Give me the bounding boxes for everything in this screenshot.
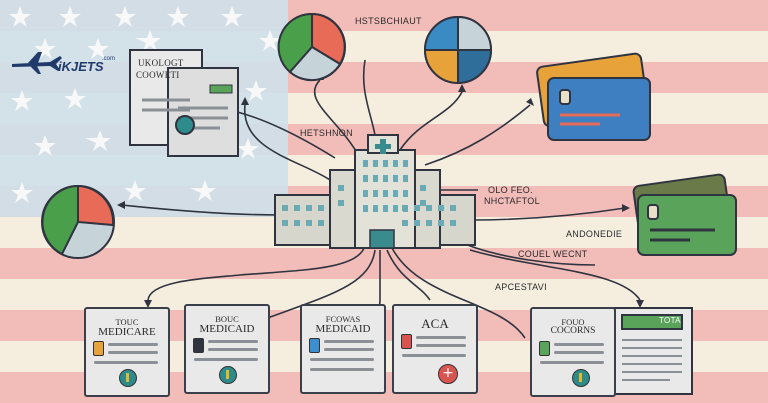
hospital-icon	[274, 134, 476, 249]
doc-accent	[193, 338, 204, 353]
document-icon	[129, 49, 239, 157]
logo-brand: iKJETS	[58, 59, 104, 74]
doc-label-line1: UKOLOGT	[138, 58, 184, 68]
doc-label-line2: COOWETI	[136, 70, 180, 80]
document-medicaid-1[interactable]: BOUC MEDICAID	[184, 304, 270, 394]
medical-cross-icon: +	[438, 364, 458, 384]
credit-card-icon	[536, 52, 651, 141]
seal-icon	[119, 369, 137, 387]
document-medicaid-2[interactable]: FCOWAS MEDICAID	[300, 304, 386, 394]
doc-line2: MEDICAID	[315, 323, 371, 335]
document-icon	[611, 307, 693, 395]
credit-card-icon	[632, 173, 737, 256]
newspaper-title: TOTA	[659, 316, 681, 325]
doc-line2: COCORNS	[550, 326, 596, 336]
document-aca[interactable]: ACA +	[392, 304, 478, 394]
doc-line1: FCOWAS	[325, 314, 361, 324]
lower-label: APCESTAVI	[495, 282, 547, 292]
pie-chart-icon	[277, 12, 346, 82]
seal-icon	[219, 366, 237, 384]
pie-chart-icon	[423, 15, 493, 85]
right-label-1: OLO FEO.	[488, 185, 533, 195]
doc-line2: ACA	[421, 316, 449, 331]
card-label: ANDONEDIE	[566, 229, 623, 239]
mid-label: HETSHNON	[300, 128, 353, 138]
doc-line1: FOUO	[561, 317, 585, 327]
seal-icon	[572, 369, 590, 387]
doc-line1: BOUC	[215, 314, 239, 324]
doc-accent	[93, 341, 104, 356]
doc-accent	[401, 334, 412, 349]
doc-line1: TOUC	[115, 317, 139, 327]
document-cocorns[interactable]: FOUO COCORNS	[530, 307, 616, 397]
document-medicare[interactable]: TOUC MEDICARE	[84, 307, 170, 397]
right-label-2: NHCTAFTOL	[484, 196, 540, 206]
doc-accent	[539, 341, 550, 356]
top-center-label: HSTSBCHIAUT	[355, 16, 422, 26]
doc-line2: MEDICARE	[98, 326, 156, 338]
doc-accent	[309, 338, 320, 353]
logo-suffix: .com	[102, 56, 116, 62]
doc-line2: MEDICAID	[199, 323, 255, 335]
pie-chart-icon	[41, 184, 115, 259]
center-label: COUEL WECNT	[518, 249, 588, 259]
airplane-icon	[12, 52, 62, 74]
